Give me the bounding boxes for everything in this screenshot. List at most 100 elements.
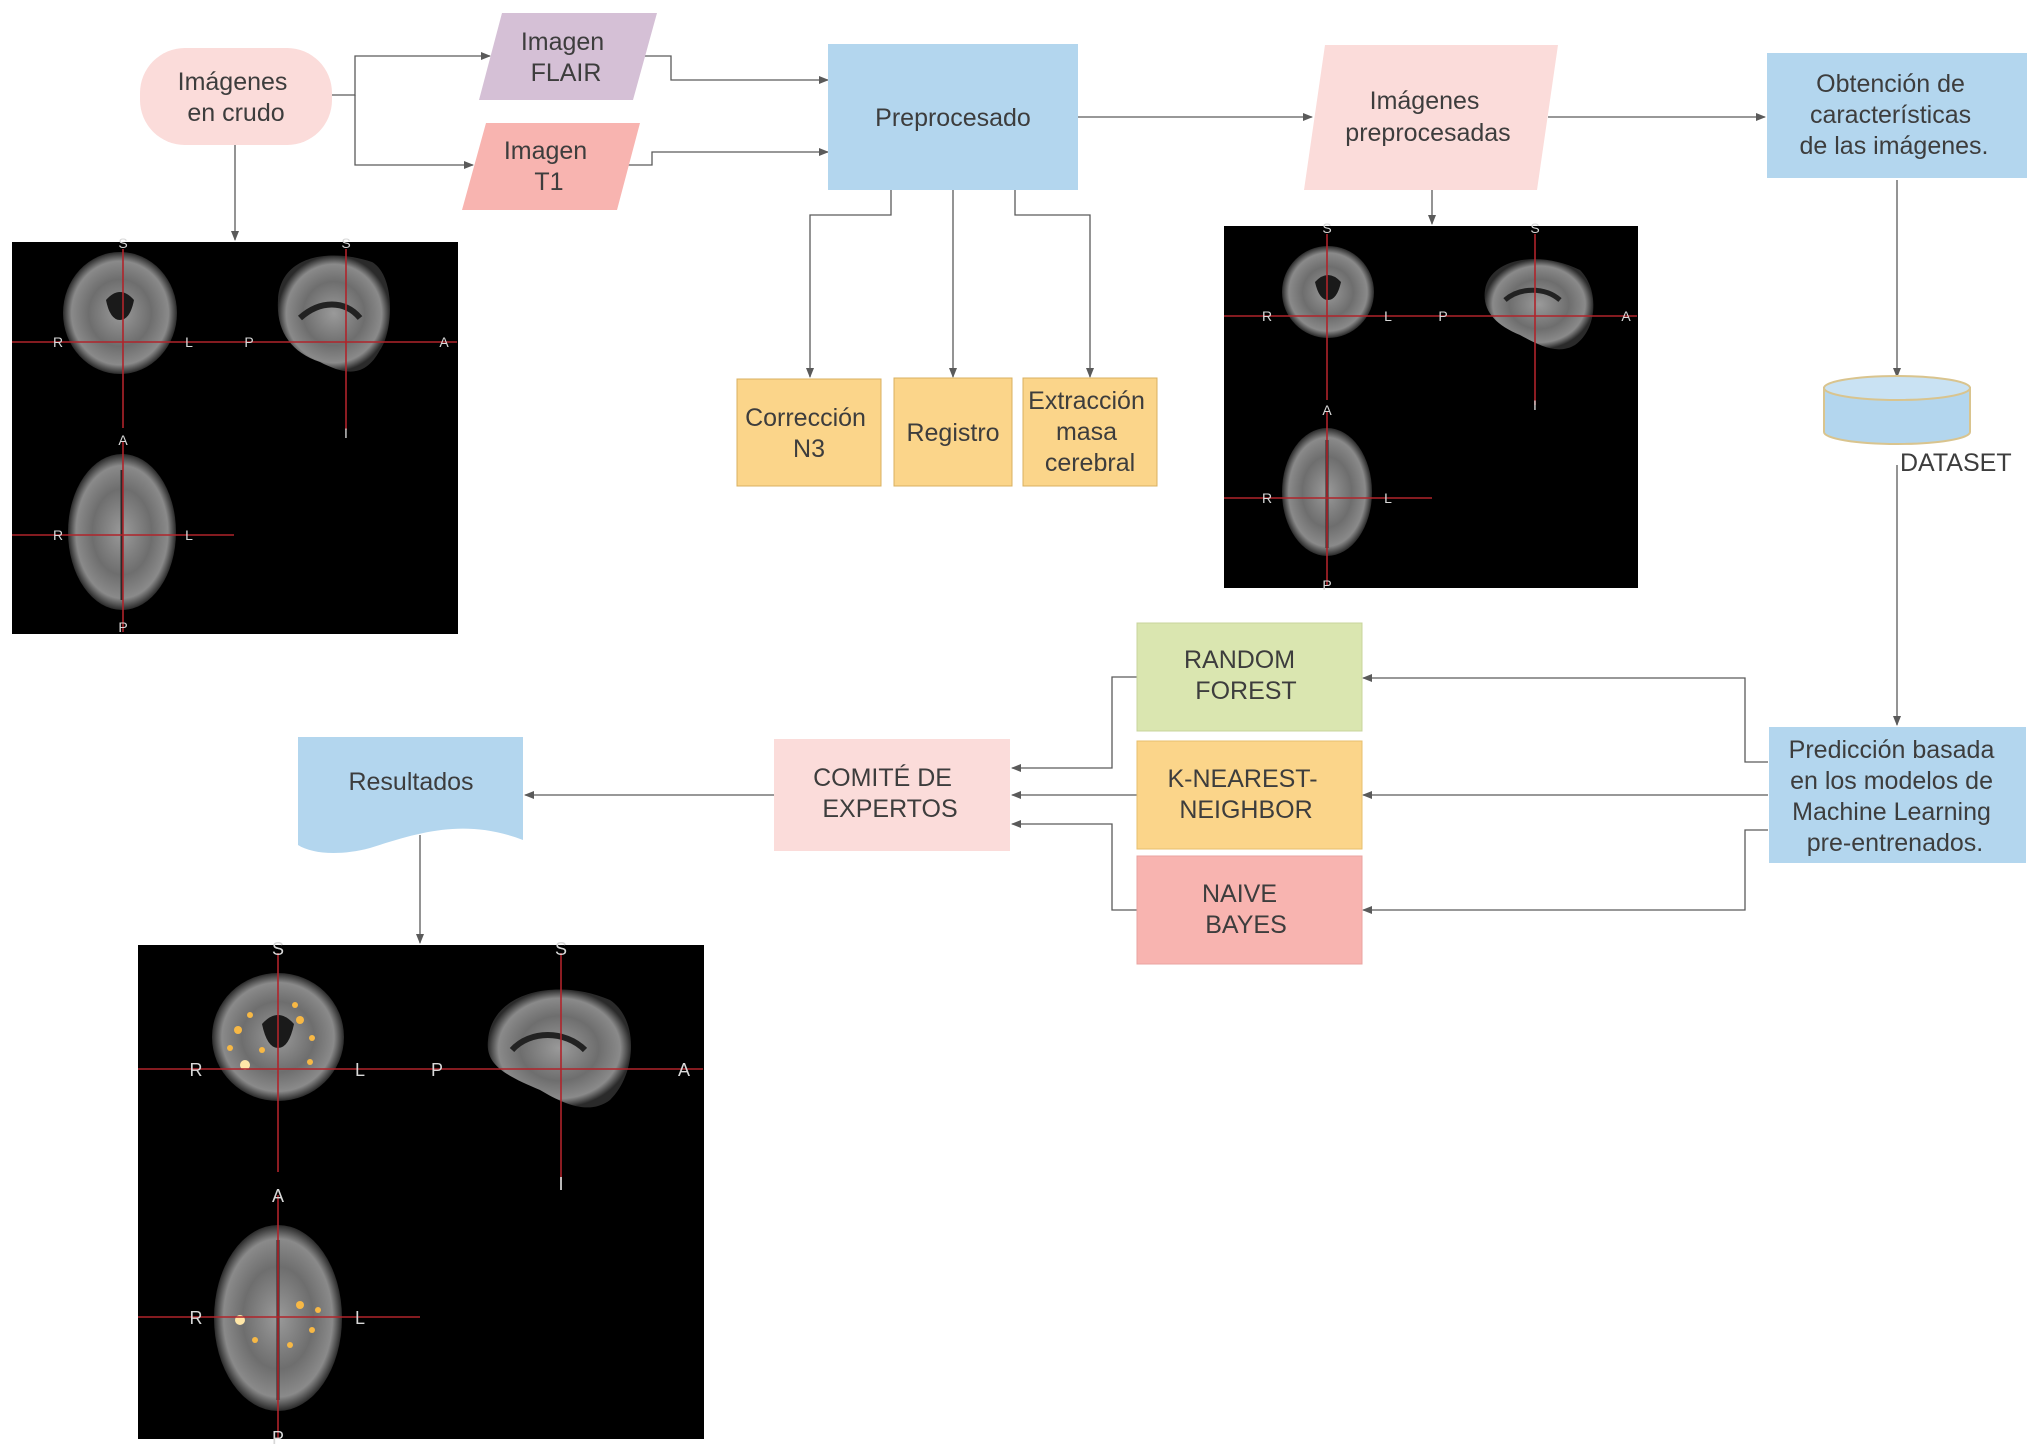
- flair-shape: [479, 13, 657, 100]
- results-label: Resultados: [348, 768, 473, 796]
- edges: [231, 52, 1901, 944]
- t1-label: Imagen T1: [504, 137, 594, 196]
- svg-text:A: A: [1322, 402, 1332, 418]
- raw-images-label: Imágenes en crudo: [178, 68, 295, 127]
- knn-shape: [1136, 740, 1363, 850]
- dataset-cylinder-top: [1823, 375, 1971, 401]
- svg-text:I: I: [1533, 397, 1537, 413]
- node-naive-bayes: NAIVE BAYES: [1136, 855, 1363, 965]
- svg-text:L: L: [1384, 490, 1392, 506]
- svg-text:P: P: [272, 1428, 284, 1448]
- node-raw-images: Imágenes en crudo: [140, 48, 332, 145]
- svg-text:P: P: [431, 1060, 443, 1080]
- svg-text:A: A: [678, 1060, 690, 1080]
- edge-raw-to-flair: [332, 52, 491, 96]
- svg-text:L: L: [355, 1060, 365, 1080]
- edge-prediction-to-nb: [1362, 829, 1768, 914]
- node-committee: COMITÉ DE EXPERTOS: [774, 739, 1010, 851]
- dataset-label: DATASET: [1900, 449, 2012, 477]
- svg-text:L: L: [1384, 308, 1392, 324]
- t1-shape: [462, 123, 640, 210]
- knn-label: K-NEAREST- NEIGHBOR: [1168, 765, 1325, 824]
- node-t1: Imagen T1: [462, 123, 640, 210]
- mri-raw-crosshair: [12, 249, 457, 632]
- svg-text:P: P: [1322, 577, 1331, 593]
- mri-results-lesion-highlights: [227, 1002, 321, 1348]
- svg-text:R: R: [190, 1308, 203, 1328]
- svg-text:A: A: [439, 334, 449, 350]
- random-forest-label: RANDOM FOREST: [1184, 646, 1302, 705]
- node-features: Obtención de características de las imág…: [1767, 53, 2027, 178]
- raw-images-shape: [140, 48, 332, 145]
- edge-raw-to-t1: [354, 95, 474, 169]
- preprocessed-label: Imágenes preprocesadas: [1345, 87, 1510, 147]
- node-flair: Imagen FLAIR: [479, 13, 657, 100]
- svg-text:R: R: [53, 527, 63, 543]
- svg-text:A: A: [118, 432, 128, 448]
- svg-text:S: S: [118, 235, 127, 251]
- svg-text:A: A: [1621, 308, 1631, 324]
- node-dataset: DATASET: [1823, 375, 2012, 477]
- node-random-forest: RANDOM FOREST: [1136, 622, 1363, 732]
- node-n3: Corrección N3: [736, 378, 882, 487]
- edge-flair-to-preprocess: [638, 55, 829, 84]
- features-label: Obtención de características de las imág…: [1799, 70, 1988, 160]
- naive-bayes-shape: [1136, 855, 1363, 965]
- mri-panel-results: S S R L P A I A R L P: [138, 939, 704, 1448]
- random-forest-shape: [1136, 622, 1363, 732]
- edge-preprocess-to-extraccion: [1014, 190, 1094, 378]
- registro-label: Registro: [906, 419, 999, 447]
- svg-text:S: S: [341, 235, 350, 251]
- mri-panel-preprocessed: S S R L P A I A R L P: [1224, 220, 1638, 593]
- flair-label: Imagen FLAIR: [521, 28, 611, 87]
- extraccion-label: Extracción masa cerebral: [1028, 387, 1152, 477]
- svg-text:S: S: [272, 939, 284, 959]
- mri-pre-orientation-labels: S S R L P A I A R L P: [1262, 220, 1631, 593]
- svg-text:I: I: [344, 425, 348, 441]
- edge-t1-to-preprocess: [628, 148, 829, 166]
- prediction-label: Predicción basada en los modelos de Mach…: [1789, 736, 2002, 857]
- node-results: Resultados: [298, 737, 523, 854]
- svg-text:S: S: [555, 939, 567, 959]
- committee-label: COMITÉ DE EXPERTOS: [813, 763, 959, 823]
- svg-text:P: P: [244, 334, 253, 350]
- mri-pre-crosshair: [1224, 234, 1637, 586]
- mri-results-orientation-labels: S S R L P A I A R L P: [190, 939, 691, 1448]
- svg-text:P: P: [1438, 308, 1447, 324]
- node-knn: K-NEAREST- NEIGHBOR: [1136, 740, 1363, 850]
- extraccion-shape: [1022, 377, 1158, 487]
- edge-rf-to-committee: [1011, 676, 1137, 772]
- mri-pre-sagittal-slice: [1484, 259, 1594, 350]
- mri-raw-orientation-labels: S S R L P A I A R L P: [53, 235, 449, 635]
- mri-results-sagittal-slice: [487, 989, 632, 1108]
- committee-shape: [774, 739, 1010, 851]
- mri-panel-raw: S S R L P A I A R L P: [12, 235, 458, 635]
- node-preprocessed: Imágenes preprocesadas: [1304, 45, 1558, 190]
- svg-text:P: P: [118, 619, 127, 635]
- svg-text:I: I: [558, 1174, 563, 1194]
- svg-text:S: S: [1530, 220, 1539, 236]
- svg-text:R: R: [53, 334, 63, 350]
- svg-text:L: L: [355, 1308, 365, 1328]
- features-shape: [1767, 53, 2027, 178]
- results-shape: [298, 737, 523, 854]
- edge-preprocess-to-n3: [806, 190, 892, 378]
- n3-label: Corrección N3: [745, 404, 873, 463]
- preprocess-shape: [828, 44, 1078, 190]
- naive-bayes-label: NAIVE BAYES: [1202, 880, 1287, 939]
- node-prediction: Predicción basada en los modelos de Mach…: [1769, 727, 2026, 863]
- mri-results-crosshair: [138, 953, 703, 1438]
- n3-shape: [736, 378, 882, 487]
- registro-shape: [893, 377, 1013, 487]
- svg-text:R: R: [190, 1060, 203, 1080]
- preprocessed-shape: [1304, 45, 1558, 190]
- svg-text:R: R: [1262, 490, 1272, 506]
- svg-text:L: L: [185, 334, 193, 350]
- node-extraccion: Extracción masa cerebral: [1022, 377, 1158, 487]
- edge-nb-to-committee: [1011, 820, 1137, 911]
- node-registro: Registro: [893, 377, 1013, 487]
- svg-text:R: R: [1262, 308, 1272, 324]
- svg-text:A: A: [272, 1186, 284, 1206]
- edge-prediction-to-rf: [1362, 674, 1768, 763]
